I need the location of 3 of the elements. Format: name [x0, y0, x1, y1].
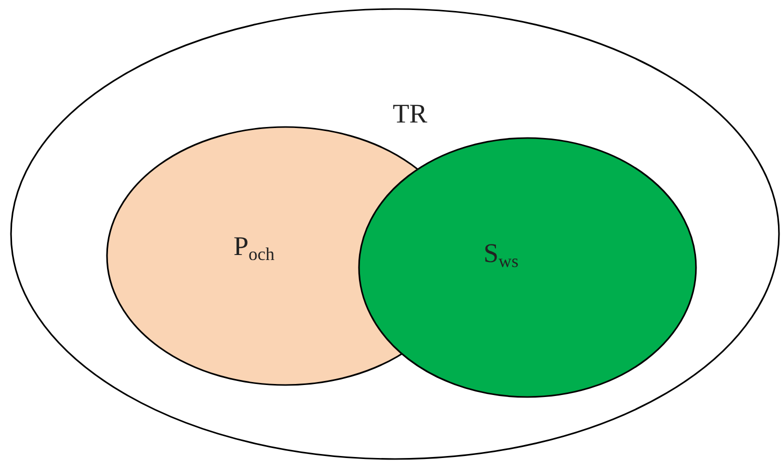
- set-label: P$_{och}$: [233, 233, 275, 263]
- set-label: S$_{ws}$: [483, 240, 519, 270]
- set-label: TR: [392, 100, 428, 128]
